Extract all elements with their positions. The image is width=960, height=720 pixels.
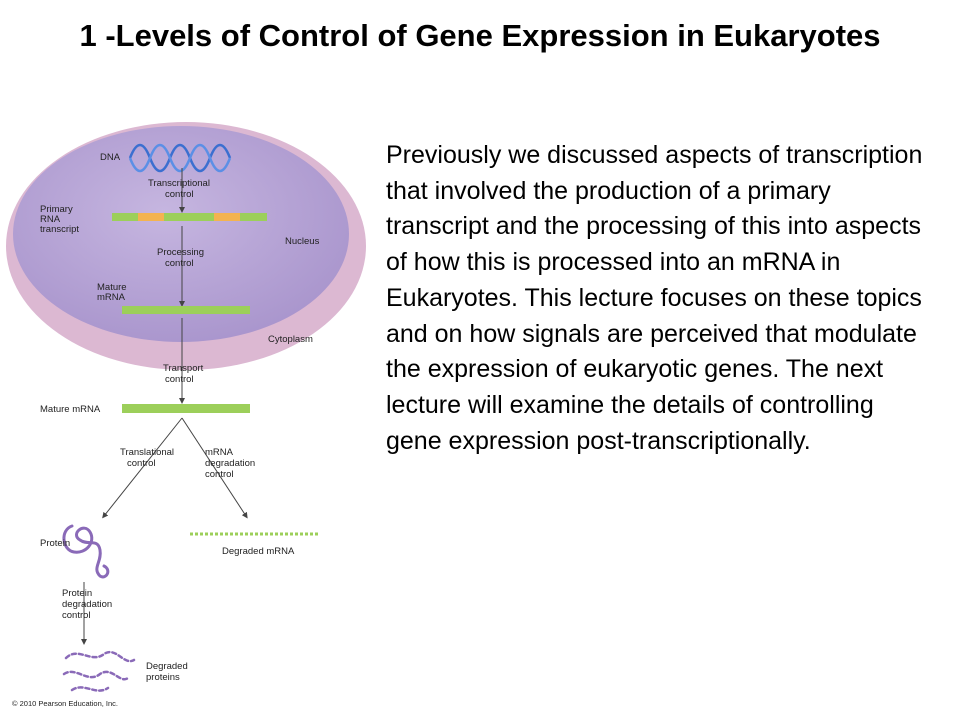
slide-title: 1 -Levels of Control of Gene Expression … bbox=[79, 18, 881, 53]
transcriptional-control-label: Transcriptional bbox=[148, 178, 210, 189]
copyright-text: © 2010 Pearson Education, Inc. bbox=[12, 699, 118, 708]
slide-body-text: Previously we discussed aspects of trans… bbox=[386, 141, 923, 455]
svg-text:transcript: transcript bbox=[40, 224, 79, 235]
mature-mrna-nucleus-bar bbox=[122, 306, 250, 314]
svg-text:control: control bbox=[62, 610, 91, 621]
transport-control-label: Transport bbox=[163, 363, 204, 374]
protein-label: Protein bbox=[40, 538, 70, 549]
degraded-proteins-icon bbox=[62, 650, 136, 692]
mature-mrna-nucleus-label: Mature bbox=[97, 282, 127, 293]
gene-expression-diagram: DNA Transcriptional control Primary RNA … bbox=[6, 122, 366, 708]
svg-text:RNA: RNA bbox=[40, 214, 61, 225]
degraded-mrna-label: Degraded mRNA bbox=[222, 546, 295, 557]
cytoplasm-label: Cytoplasm bbox=[268, 334, 313, 345]
svg-text:control: control bbox=[165, 189, 194, 200]
processing-control-label: Processing bbox=[157, 247, 204, 258]
degraded-proteins-label: Degraded bbox=[146, 661, 188, 672]
mature-mrna-cytoplasm-label: Mature mRNA bbox=[40, 404, 101, 415]
translational-control-label: Translational bbox=[120, 447, 174, 458]
dna-helix-icon bbox=[128, 143, 232, 173]
protein-icon bbox=[62, 524, 110, 579]
nucleus-label: Nucleus bbox=[285, 236, 320, 247]
protein-degradation-control-label: Protein bbox=[62, 588, 92, 599]
svg-text:degradation: degradation bbox=[205, 458, 255, 469]
dna-label: DNA bbox=[100, 152, 121, 163]
svg-text:control: control bbox=[127, 458, 156, 469]
svg-text:degradation: degradation bbox=[62, 599, 112, 610]
mrna-degradation-control-label: mRNA bbox=[205, 447, 234, 458]
svg-text:control: control bbox=[165, 258, 194, 269]
primary-rna-label: Primary bbox=[40, 204, 73, 215]
svg-text:control: control bbox=[165, 374, 194, 385]
svg-text:control: control bbox=[205, 469, 234, 480]
nucleus-shape bbox=[13, 126, 349, 342]
primary-rna-transcript-bar bbox=[112, 213, 267, 221]
svg-text:mRNA: mRNA bbox=[97, 292, 126, 303]
mature-mrna-cytoplasm-bar bbox=[122, 404, 250, 413]
svg-text:proteins: proteins bbox=[146, 672, 180, 683]
